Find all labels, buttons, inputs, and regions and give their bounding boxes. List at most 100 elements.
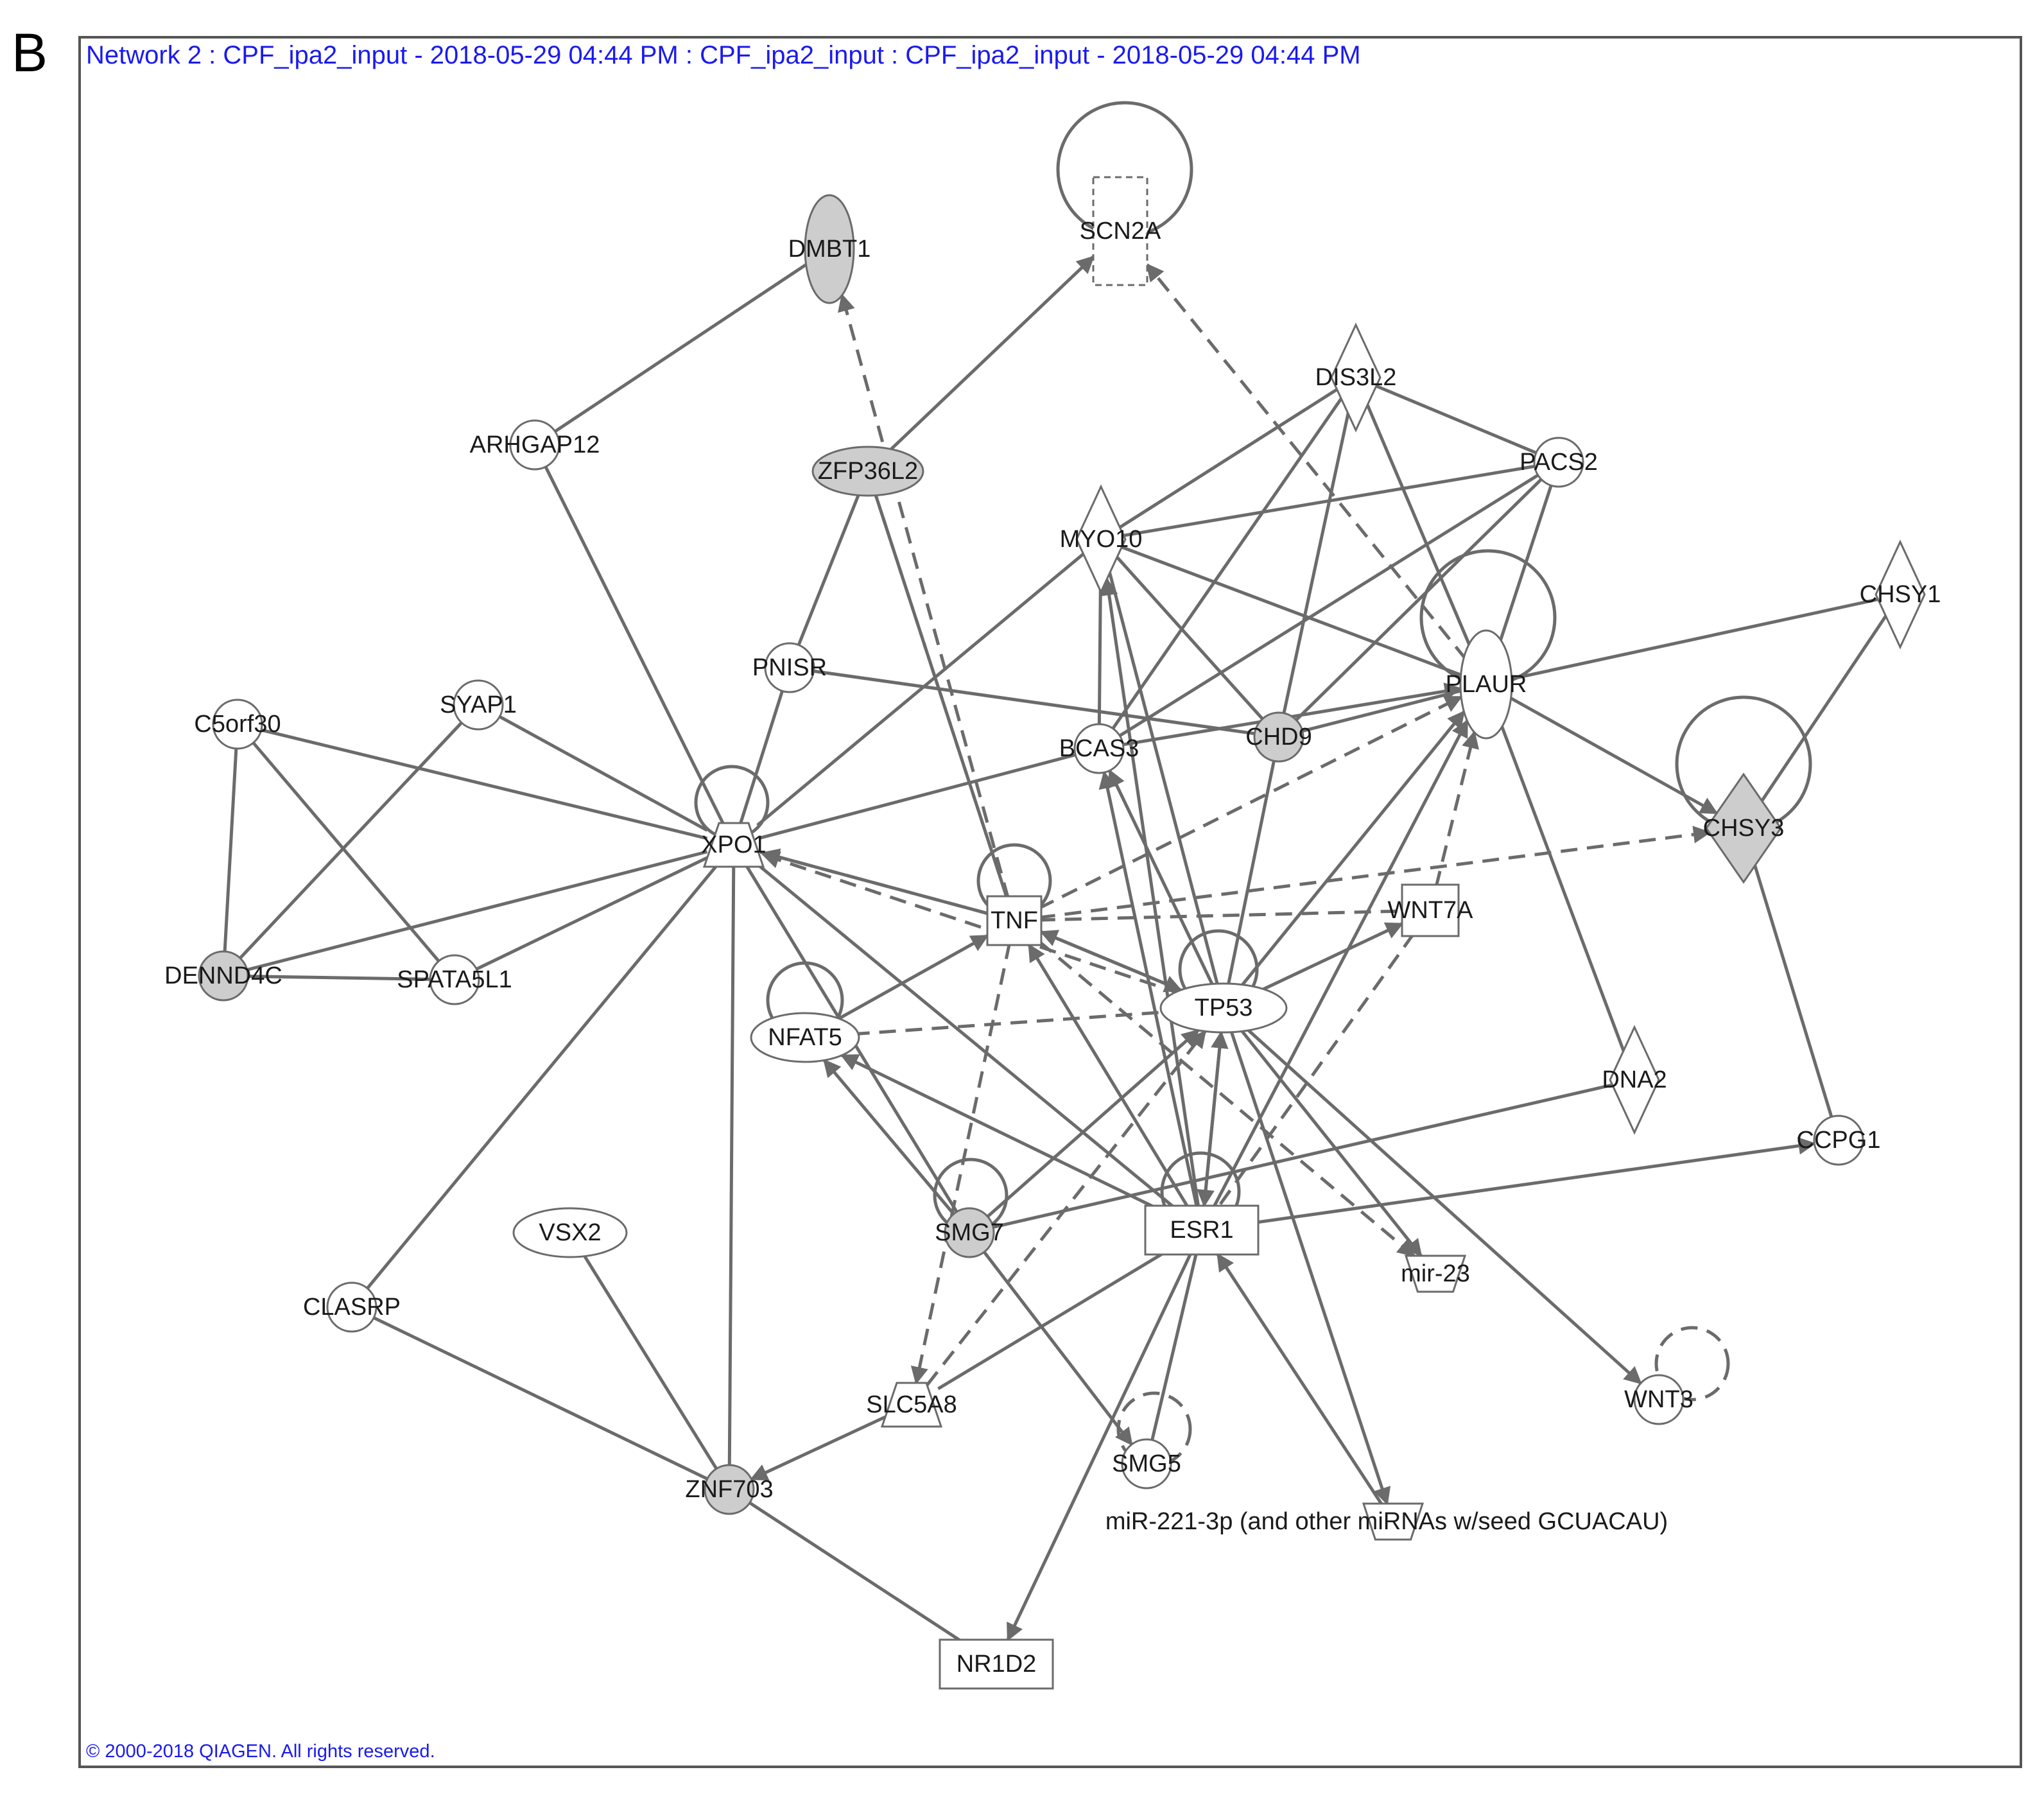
edge-chsy1-to-plaur — [1509, 597, 1881, 681]
node-bcas3[interactable]: BCAS3 — [1059, 723, 1139, 774]
node-chsy3[interactable]: CHSY3 — [1703, 772, 1785, 884]
node-label-dennd4c: DENND4C — [164, 962, 282, 989]
edge-tp53-to-plaur — [1239, 710, 1466, 988]
node-nfat5[interactable]: NFAT5 — [750, 1012, 860, 1063]
node-mir-23[interactable]: mir-23 — [1401, 1254, 1470, 1293]
node-shape-nfat5 — [750, 1012, 860, 1063]
node-label-ccpg1: CCPG1 — [1797, 1127, 1881, 1154]
node-label-chsy1: CHSY1 — [1860, 581, 1941, 608]
edge-esr1-to-nfat5 — [840, 1054, 1157, 1210]
node-nr1d2[interactable]: NR1D2 — [939, 1638, 1054, 1690]
node-dmbt1[interactable]: DMBT1 — [788, 194, 871, 304]
node-shape-chsy1 — [1875, 539, 1926, 650]
edge-smg7-to-dna2 — [990, 1082, 1615, 1229]
node-shape-chd9 — [1253, 711, 1304, 763]
node-arhgap12[interactable]: ARHGAP12 — [470, 419, 600, 471]
node-label-arhgap12: ARHGAP12 — [470, 431, 600, 458]
node-dis3l2[interactable]: DIS3L2 — [1315, 322, 1397, 433]
node-wnt7a[interactable]: WNT7A — [1388, 883, 1474, 937]
edge-mir-221-3p-to-esr1 — [1216, 1253, 1384, 1507]
edge-myo10-to-bcas3 — [1097, 586, 1102, 727]
edge-esr1-to-plaur — [1211, 719, 1469, 1209]
node-label-pnisr: PNISR — [752, 654, 827, 681]
edge-plaur-to-dna2 — [1498, 722, 1627, 1055]
node-shape-clasrp — [326, 1281, 377, 1333]
node-shape-mir-23 — [1404, 1254, 1467, 1293]
edge-xpo1-to-clasrp — [364, 864, 719, 1292]
node-label-tp53: TP53 — [1195, 994, 1253, 1021]
node-label-tnf: TNF — [991, 907, 1038, 934]
node-label-syap1: SYAP1 — [440, 691, 517, 718]
node-pacs2[interactable]: PACS2 — [1520, 437, 1598, 488]
edge-tp53-to-wnt3 — [1245, 1027, 1642, 1385]
node-pnisr[interactable]: PNISR — [752, 642, 827, 693]
edge-pnisr-to-chd9 — [811, 669, 1258, 736]
network-frame — [78, 36, 2022, 1768]
edge-dis3l2-to-bcas3 — [1110, 395, 1344, 732]
node-shape-dna2 — [1609, 1025, 1660, 1135]
node-smg7[interactable]: SMG7 — [935, 1207, 1004, 1258]
edge-esr1-to-bcas3 — [1098, 770, 1199, 1209]
node-shape-wnt3 — [1633, 1374, 1685, 1425]
edge-pnisr-to-xpo1 — [738, 688, 785, 826]
node-c5orf30[interactable]: C5orf30 — [194, 699, 281, 750]
node-shape-pacs2 — [1533, 437, 1584, 488]
node-shape-arhgap12 — [509, 419, 560, 471]
edge-xpo1-to-bcas3 — [759, 752, 1078, 840]
node-scn2a[interactable]: SCN2A — [1080, 176, 1161, 286]
edge-esr1-to-smg5 — [1150, 1251, 1199, 1443]
node-slc5a8[interactable]: SLC5A8 — [866, 1382, 957, 1428]
node-label-clasrp: CLASRP — [303, 1294, 401, 1321]
edge-tnf-to-xpo1 — [761, 848, 991, 916]
edge-esr1-to-slc5a8 — [937, 1251, 1166, 1391]
node-clasrp[interactable]: CLASRP — [303, 1281, 401, 1333]
node-shape-slc5a8 — [880, 1382, 943, 1428]
edge-wnt7a-to-plaur — [1434, 730, 1479, 888]
node-vsx2[interactable]: VSX2 — [512, 1207, 628, 1258]
node-label-chd9: CHD9 — [1245, 724, 1312, 751]
node-tp53[interactable]: TP53 — [1159, 982, 1288, 1034]
node-shape-plaur — [1459, 629, 1513, 740]
edge-dis3l2-to-myo10 — [1117, 386, 1340, 530]
node-esr1[interactable]: ESR1 — [1144, 1204, 1260, 1256]
node-wnt3[interactable]: WNT3 — [1624, 1374, 1693, 1425]
node-znf703[interactable]: ZNF703 — [685, 1464, 774, 1515]
node-label-dna2: DNA2 — [1602, 1066, 1667, 1093]
edge-dennd4c-to-xpo1 — [244, 850, 708, 972]
node-label-c5orf30: C5orf30 — [194, 711, 281, 738]
node-shape-scn2a — [1092, 176, 1148, 286]
node-chsy1[interactable]: CHSY1 — [1860, 539, 1941, 650]
edge-smg7-to-smg5 — [981, 1249, 1133, 1446]
node-shape-znf703 — [704, 1464, 755, 1515]
node-shape-smg7 — [944, 1207, 995, 1258]
edge-tp53-to-mir-23 — [1239, 1028, 1423, 1258]
node-chd9[interactable]: CHD9 — [1245, 711, 1312, 763]
edge-tnf-to-zfp36l2 — [873, 492, 1009, 899]
edge-myo10-to-xpo1 — [756, 551, 1086, 827]
node-label-chsy3: CHSY3 — [1703, 815, 1785, 842]
node-zfp36l2[interactable]: ZFP36L2 — [811, 446, 924, 497]
node-tnf[interactable]: TNF — [986, 895, 1043, 946]
node-myo10[interactable]: MYO10 — [1060, 484, 1143, 595]
node-dennd4c[interactable]: DENND4C — [164, 950, 282, 1002]
node-label-mir-221-3p: miR-221-3p (and other miRNAs w/seed GCUA… — [1105, 1508, 1668, 1535]
edge-syap1-to-dennd4c — [237, 720, 465, 961]
node-xpo1[interactable]: XPO1 — [701, 822, 766, 868]
panel-letter: B — [12, 22, 48, 83]
edge-c5orf30-to-spata5l1 — [250, 740, 442, 964]
node-ccpg1[interactable]: CCPG1 — [1797, 1115, 1881, 1166]
node-plaur[interactable]: PLAUR — [1446, 629, 1527, 740]
node-mir-221-3p[interactable]: miR-221-3p (and other miRNAs w/seed GCUA… — [1105, 1502, 1668, 1541]
edge-wnt7a-to-esr1 — [1216, 932, 1416, 1210]
edge-pacs2-to-bcas3 — [1116, 472, 1541, 739]
node-shape-zfp36l2 — [811, 446, 924, 497]
node-smg5[interactable]: SMG5 — [1112, 1438, 1181, 1489]
node-syap1[interactable]: SYAP1 — [440, 679, 517, 731]
node-dna2[interactable]: DNA2 — [1602, 1025, 1667, 1135]
node-shape-dis3l2 — [1330, 322, 1381, 433]
node-spata5l1[interactable]: SPATA5L1 — [397, 954, 512, 1005]
node-shape-mir-221-3p — [1362, 1502, 1425, 1541]
node-label-vsx2: VSX2 — [539, 1219, 601, 1246]
